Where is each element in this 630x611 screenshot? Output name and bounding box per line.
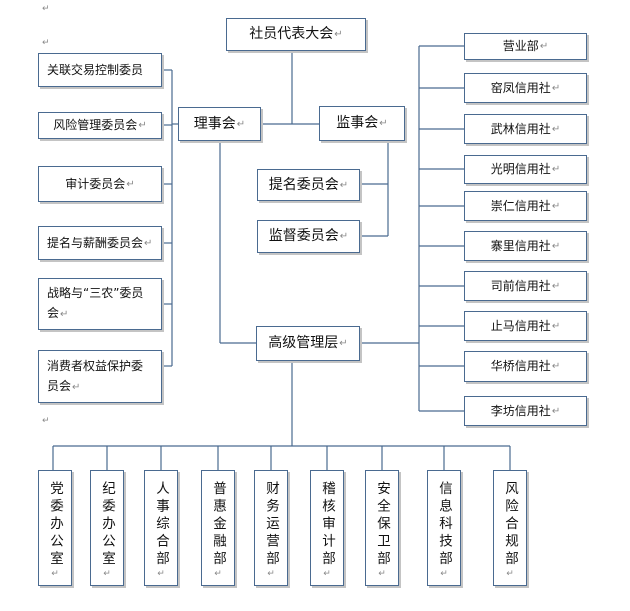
branch-siqian: 司前信用社↵	[464, 271, 587, 301]
dept-risk-compliance: 风险合规部↵	[493, 470, 527, 586]
dept-hr-general: 人事综合部↵	[144, 470, 178, 586]
board-box: 理事会↵	[178, 107, 261, 141]
committee-consumer-protection: 消费者权益保护委员会↵	[38, 350, 162, 403]
branch-business-dept: 营业部↵	[464, 33, 587, 60]
supervisory-board-box: 监事会↵	[319, 106, 405, 141]
dept-information-technology: 信息科技部↵	[427, 470, 461, 586]
committee-label: 消费者权益保护委员会↵	[47, 358, 144, 393]
supervision-committee-box: 监督委员会↵	[257, 220, 360, 253]
paragraph-mark: ↵	[42, 4, 50, 14]
paragraph-mark: ↵	[42, 38, 50, 48]
branch-zhaili: 寨里信用社↵	[464, 231, 587, 261]
branch-huaqiao: 华桥信用社↵	[464, 351, 587, 382]
committee-label: 战略与“三农”委员会↵	[47, 286, 144, 320]
dept-audit: 稽核审计部↵	[310, 470, 344, 586]
committee-risk-management: 风险管理委员会↵	[38, 112, 162, 139]
dept-discipline-committee-office: 纪委办公室↵	[90, 470, 124, 586]
branch-chongren: 崇仁信用社↵	[464, 191, 587, 221]
nomination-committee-box: 提名委员会↵	[257, 169, 360, 201]
dept-finance-operations: 财务运营部↵	[254, 470, 288, 586]
branch-yaofeng: 窑凤信用社↵	[464, 73, 587, 103]
board-label: 理事会	[193, 115, 236, 132]
members-congress-box: 社员代表大会↵	[226, 18, 366, 51]
committee-related-transactions: 关联交易控制委员	[38, 53, 162, 87]
committee-label: 提名与薪酬委员会	[47, 235, 144, 250]
committee-audit: 审计委员会↵	[38, 166, 162, 202]
committee-label: 审计委员会	[65, 176, 126, 191]
committee-label: 风险管理委员会	[53, 118, 138, 132]
branch-guangming: 光明信用社↵	[464, 155, 587, 184]
branch-zhima: 止马信用社↵	[464, 311, 587, 341]
branch-wulin: 武林信用社↵	[464, 114, 587, 144]
dept-security: 安全保卫部↵	[365, 470, 399, 586]
members-congress-label: 社员代表大会	[249, 26, 334, 42]
branch-lifang: 李坊信用社↵	[464, 396, 587, 426]
paragraph-mark: ↵	[42, 416, 50, 426]
supervision-committee-label: 监督委员会	[268, 228, 339, 244]
dept-inclusive-finance: 普惠金融部↵	[201, 470, 235, 586]
committee-label: 关联交易控制委员	[47, 62, 144, 77]
committee-strategy-agriculture: 战略与“三农”委员会↵	[38, 278, 162, 330]
committee-nomination-compensation: 提名与薪酬委员会↵	[38, 226, 162, 260]
supervisory-board-label: 监事会	[336, 115, 379, 131]
dept-party-committee-office: 党委办公室↵	[38, 470, 72, 586]
nomination-committee-label: 提名委员会	[268, 176, 339, 193]
senior-management-label: 高级管理层	[268, 335, 339, 351]
senior-management-box: 高级管理层↵	[256, 326, 360, 361]
